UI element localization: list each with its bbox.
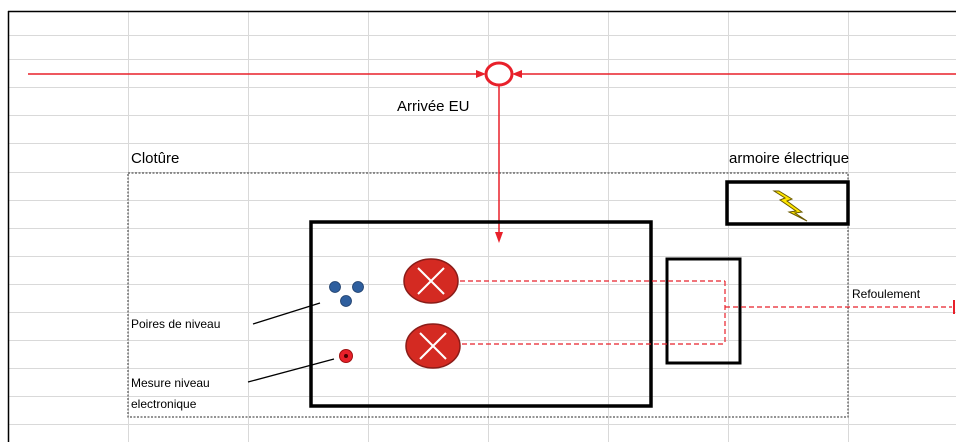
sensor-icon bbox=[339, 349, 353, 363]
discharge-pipes bbox=[460, 280, 952, 345]
pump-icon bbox=[403, 258, 459, 304]
junction-circle-icon bbox=[484, 61, 514, 87]
float-switch-icon bbox=[329, 281, 364, 307]
electronique-label: electronique bbox=[131, 397, 197, 411]
refoulement-label: Refoulement bbox=[852, 287, 921, 301]
cloture-fence bbox=[127, 172, 849, 418]
armoire-electrique-box bbox=[725, 180, 850, 226]
arrowhead-down-icon bbox=[495, 232, 503, 243]
pump-icon bbox=[405, 323, 461, 369]
arrowhead-right-icon bbox=[476, 70, 486, 78]
wet-well-tank bbox=[309, 220, 653, 408]
cloture-label: Clotûre bbox=[131, 150, 180, 167]
inlet-pipe bbox=[28, 61, 956, 243]
arrowhead-left-icon bbox=[512, 70, 522, 78]
lightning-icon bbox=[772, 190, 808, 222]
valve-chamber bbox=[665, 257, 742, 365]
poires-de-niveau-label: Poires de niveau bbox=[131, 317, 221, 331]
arrivee-eu-label: Arrivée EU bbox=[397, 98, 470, 115]
poires-leader-line bbox=[252, 302, 321, 325]
armoire-electrique-label: armoire électrique bbox=[729, 150, 850, 167]
mesure-leader-line bbox=[247, 358, 335, 383]
mesure-niveau-label: Mesure niveau bbox=[131, 376, 210, 390]
